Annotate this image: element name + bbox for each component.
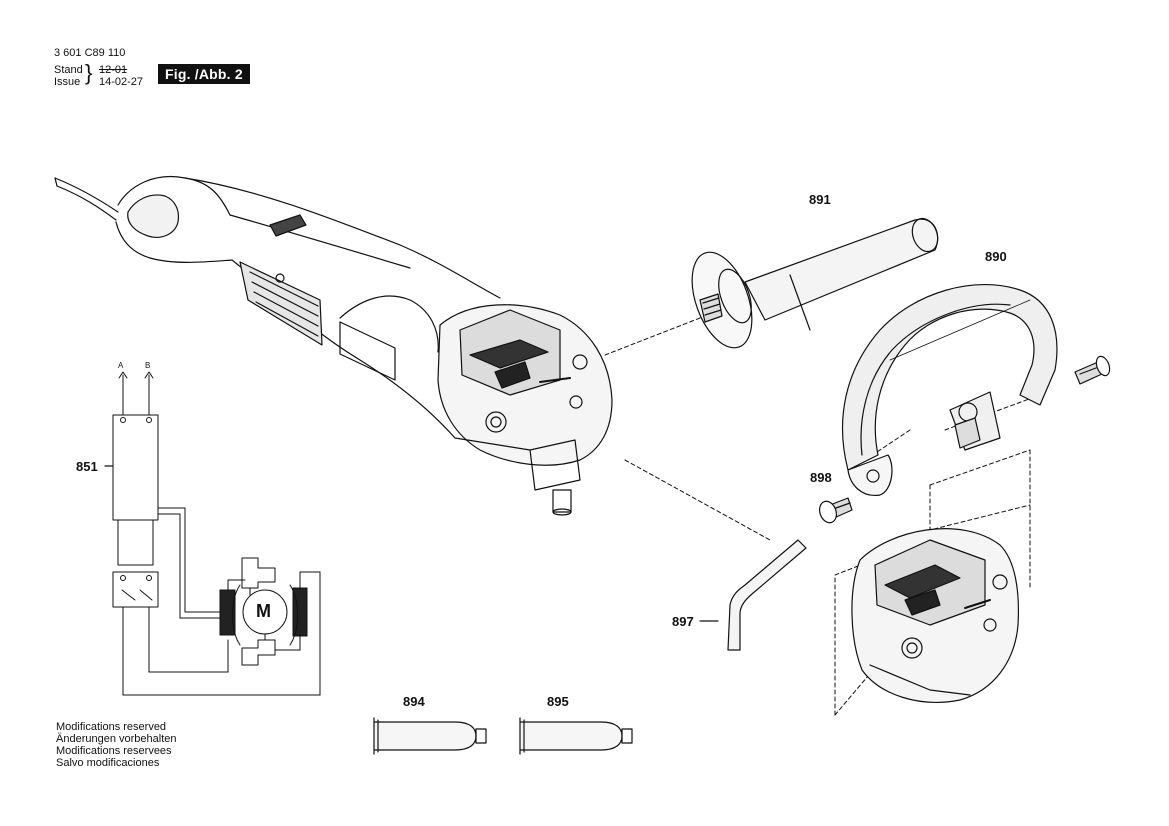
side-handle-illustration <box>691 217 939 349</box>
modifications-notes: Modifications reserved Änderungen vorbeh… <box>56 721 176 769</box>
document-number: 3 601 C89 110 <box>54 47 126 59</box>
part-894-label: 894 <box>403 694 425 709</box>
part-890-label: 890 <box>985 249 1007 264</box>
stand-label: Stand <box>54 64 83 76</box>
part-895-label: 895 <box>547 694 569 709</box>
new-date: 14-02-27 <box>99 76 144 88</box>
terminal-b-label: B <box>145 361 151 370</box>
grease-tube-894-illustration <box>373 717 487 755</box>
screw-898-illustration <box>818 497 853 524</box>
bow-handle-illustration <box>841 283 1111 497</box>
part-851-label: 851 <box>76 459 98 474</box>
polisher-body-illustration <box>54 175 613 516</box>
old-date: 12-01 <box>99 64 128 76</box>
brace-icon: } <box>85 60 93 85</box>
note-line: Modifications reservees <box>56 745 172 757</box>
motor-label: M <box>256 601 271 621</box>
hex-key-illustration <box>727 539 807 651</box>
figure-label: Fig. /Abb. 2 <box>158 64 250 84</box>
switch-851-box <box>112 414 159 521</box>
terminal-a-label: A <box>118 361 124 370</box>
note-line: Änderungen vorbehalten <box>56 733 177 745</box>
part-897-label: 897 <box>672 614 694 629</box>
wiring-diagram <box>112 371 321 696</box>
gear-housing-illustration <box>851 528 1019 703</box>
part-891-label: 891 <box>809 192 831 207</box>
note-line: Salvo modificaciones <box>56 757 160 769</box>
part-898-label: 898 <box>810 470 832 485</box>
note-line: Modifications reserved <box>56 721 167 733</box>
issue-label: Issue <box>54 76 81 88</box>
grease-tube-895-illustration <box>519 717 633 755</box>
